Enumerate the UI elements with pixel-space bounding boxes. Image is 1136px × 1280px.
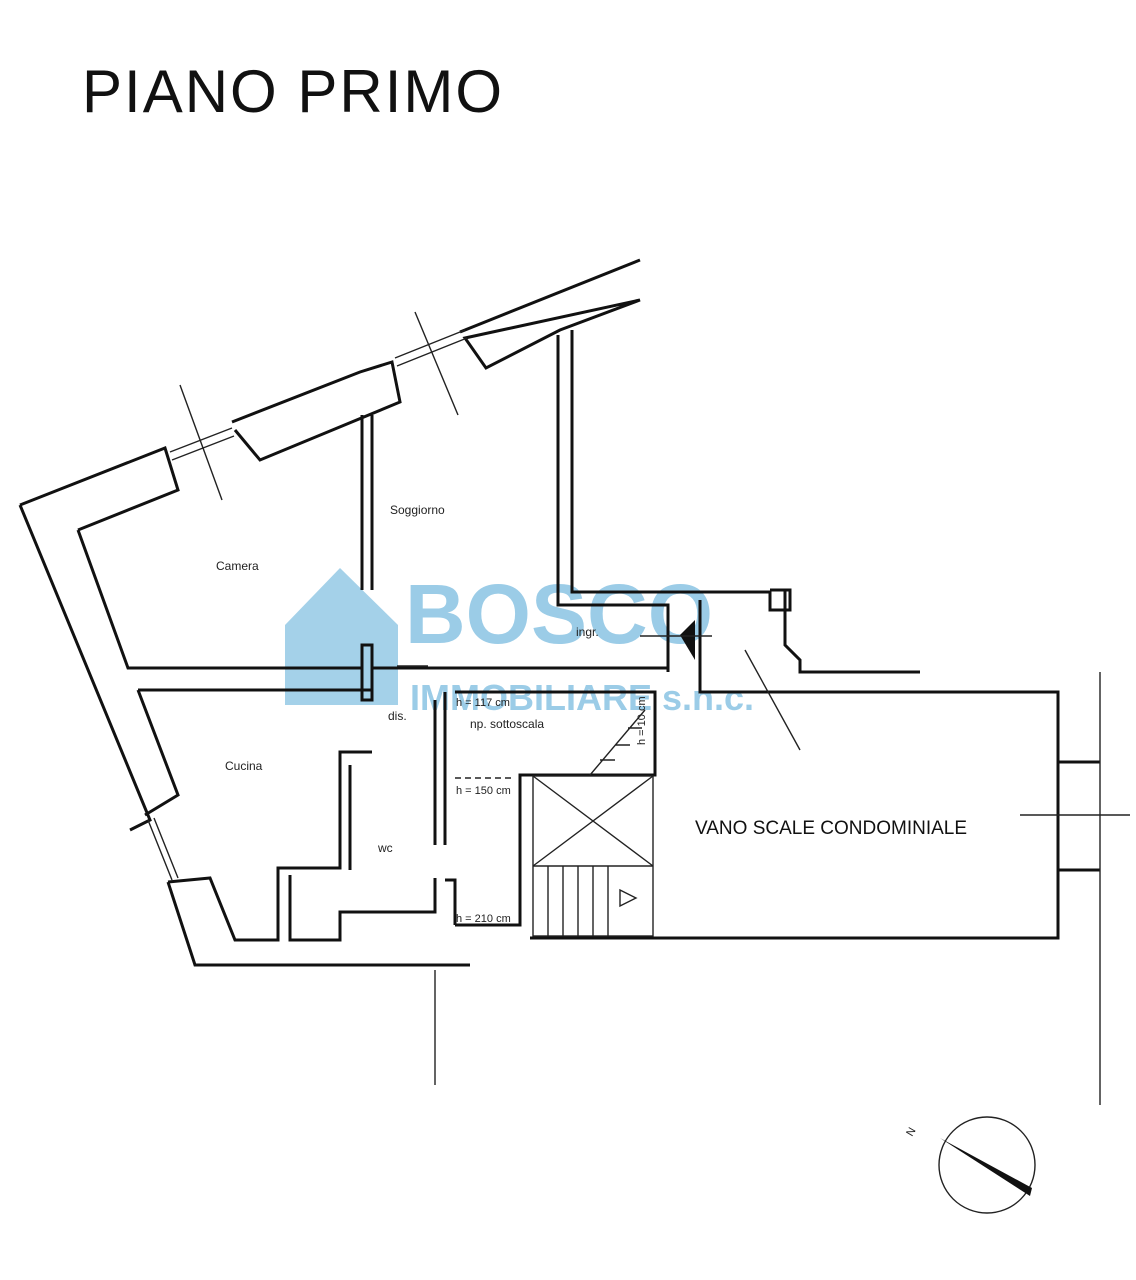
stairs — [532, 709, 654, 937]
height-210: h = 210 cm — [456, 913, 511, 925]
wall-nw-top — [459, 258, 641, 334]
north-arrow-icon — [940, 1138, 1032, 1196]
window-camera-axis — [179, 384, 223, 501]
compass: N — [904, 1116, 1036, 1214]
wall-dis-south — [445, 878, 457, 925]
height-150: h = 150 cm — [456, 785, 511, 797]
plan-title: PIANO PRIMO — [82, 58, 504, 125]
label-cucina: Cucina — [225, 759, 263, 773]
entry-arrow-icon — [680, 620, 695, 660]
stair-void-x — [532, 775, 654, 867]
wall-cucina-west — [136, 689, 180, 817]
wall-sottoscala — [455, 690, 657, 927]
watermark-subtitle: IMMOBILIARE s.n.c. — [410, 677, 754, 718]
label-sottoscala: np. sottoscala — [470, 717, 544, 731]
label-ingresso: ingr. — [576, 625, 599, 639]
wall-south — [166, 881, 470, 967]
stair-arrow-icon — [619, 888, 638, 908]
windows — [147, 311, 1130, 881]
walls — [18, 258, 1101, 1105]
wall-wc-west — [167, 750, 372, 942]
stair-treads — [547, 866, 609, 936]
watermark-logo: BOSCO IMMOBILIARE s.n.c. — [285, 567, 754, 718]
window-cucina — [147, 817, 179, 881]
label-soggiorno: Soggiorno — [390, 503, 445, 517]
label-wc: wc — [377, 841, 393, 855]
wall-entry-2 — [783, 590, 920, 674]
wall-west-inner — [76, 529, 362, 670]
house-icon — [285, 568, 398, 705]
wall-west-outer — [18, 504, 152, 832]
wall-nw-1 — [19, 446, 180, 532]
wall-wc-south — [288, 875, 437, 942]
compass-north-label: N — [904, 1126, 918, 1139]
wall-soggiorno-east — [556, 335, 670, 672]
window-soggiorno-axis — [414, 311, 459, 416]
entry-door — [640, 620, 712, 660]
label-vano-scale: VANO SCALE CONDOMINIALE — [695, 818, 967, 839]
window-soggiorno — [394, 329, 468, 367]
wall-entry-1 — [700, 588, 792, 612]
height-10: h = 10 cm — [636, 696, 648, 745]
wall-stub — [360, 643, 374, 702]
compass-circle — [938, 1116, 1036, 1214]
wall-nw-2 — [231, 360, 402, 462]
entry-diagonal — [744, 649, 801, 751]
wall-vano-box — [530, 600, 1060, 940]
label-camera: Camera — [216, 559, 259, 573]
stair-flight — [589, 709, 646, 776]
wall-vano-opening — [1058, 760, 1100, 872]
label-disimpegno: dis. — [388, 709, 407, 723]
wall-soggiorno-east-b — [570, 330, 700, 594]
height-117: h = 117 cm — [456, 697, 510, 709]
wall-nw-3 — [462, 298, 641, 370]
